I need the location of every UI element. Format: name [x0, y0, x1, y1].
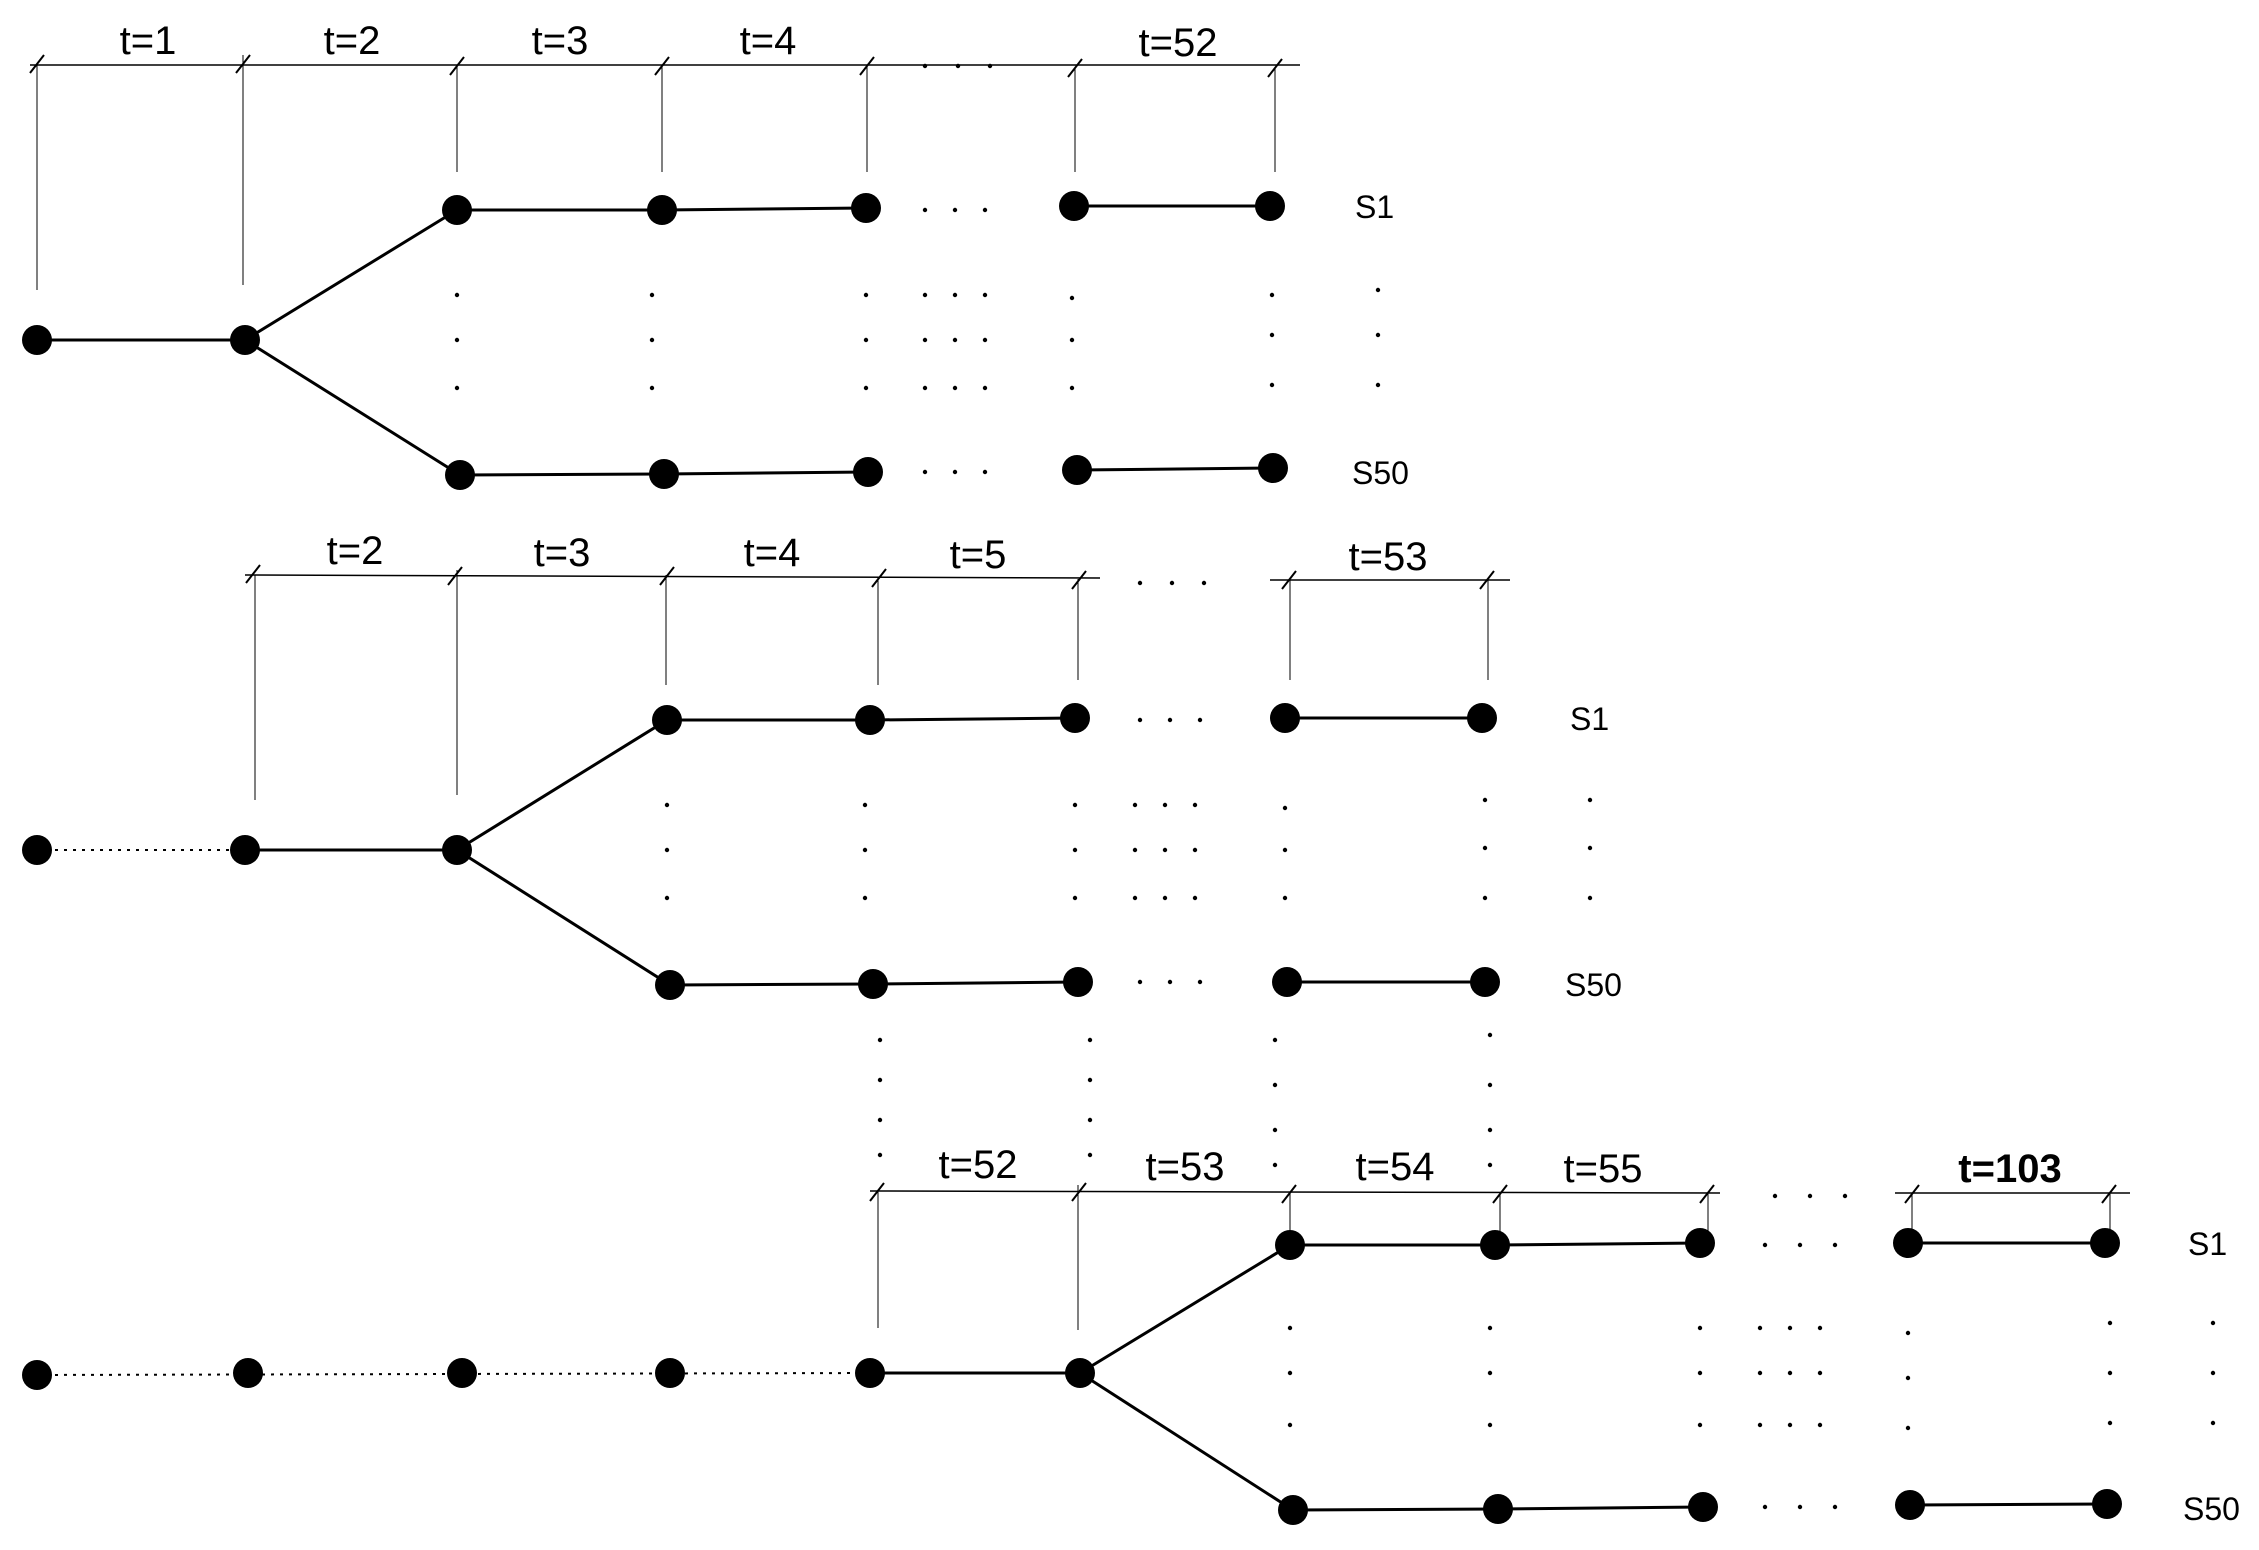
tree-nodes [22, 703, 1500, 1000]
ellipsis-dots [454, 207, 1381, 475]
scenario-label-s50: S50 [2183, 1491, 2240, 1527]
timeline-ellipsis [1137, 580, 1207, 586]
row-3: t=52 t=53 t=54 t=55 t=103 [22, 1143, 2240, 1527]
tree-nodes [22, 191, 1288, 490]
row-2: t=2 t=3 t=4 t=5 t=53 [22, 529, 1622, 1168]
ellipsis-dots [664, 717, 1593, 985]
period-label: t=4 [740, 19, 797, 63]
extension-lines [254, 570, 1489, 800]
period-label: t=53 [1146, 1145, 1225, 1189]
period-label: t=52 [1139, 21, 1218, 65]
period-label: t=5 [950, 533, 1007, 577]
connector-dots [877, 1032, 1493, 1168]
extension-lines [36, 55, 1276, 290]
scenario-label-s50: S50 [1565, 967, 1622, 1003]
scenario-label-s1: S1 [2188, 1226, 2227, 1262]
ellipsis-dots [1287, 1242, 2216, 1510]
tree-nodes [22, 1228, 2122, 1525]
period-label: t=54 [1356, 1145, 1435, 1189]
tree-edges [245, 716, 1485, 987]
period-label: t=53 [1349, 535, 1428, 579]
period-label: t=3 [534, 531, 591, 575]
tree-edges [37, 204, 1274, 477]
period-label: t=2 [324, 19, 381, 63]
period-label: t=103 [1958, 1147, 2061, 1191]
period-label: t=3 [532, 19, 589, 63]
period-label: t=52 [939, 1143, 1018, 1187]
timeline-ticks [29, 54, 1283, 78]
row-1: t=1 t=2 t=3 t=4 t=52 [22, 19, 1409, 491]
tree-edges [870, 1241, 2108, 1512]
timeline-line [869, 1190, 1721, 1194]
timeline-line [244, 574, 1101, 579]
period-label: t=4 [744, 531, 801, 575]
period-label: t=2 [327, 529, 384, 573]
timeline-ticks [869, 1182, 2117, 1204]
period-label: t=55 [1564, 1147, 1643, 1191]
scenario-label-s1: S1 [1570, 701, 1609, 737]
timeline-ellipsis [922, 63, 993, 69]
timeline-ticks [245, 564, 1495, 590]
scenario-label-s50: S50 [1352, 455, 1409, 491]
scenario-label-s1: S1 [1355, 189, 1394, 225]
period-label: t=1 [120, 19, 177, 63]
timeline-ellipsis [1772, 1193, 1848, 1199]
